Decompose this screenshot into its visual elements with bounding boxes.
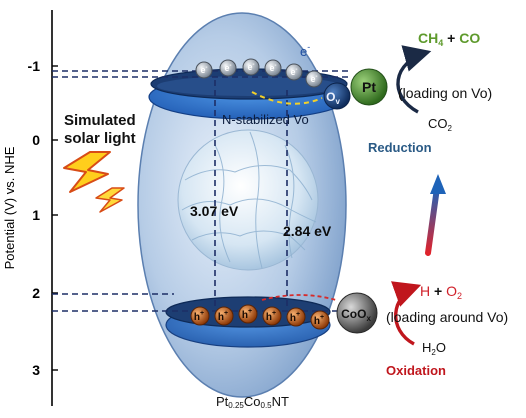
- svg-text:e-: e-: [247, 62, 254, 72]
- hole: h+: [190, 306, 210, 326]
- electron-transfer-path: [251, 91, 323, 105]
- tick-label: 1: [32, 207, 40, 223]
- cb-region-label: N-stabilized Vo: [222, 112, 309, 127]
- electron-row: e- e- e- e- e- e-: [195, 58, 323, 88]
- hole: h+: [238, 304, 258, 324]
- light-label-line-1: Simulated: [64, 112, 136, 129]
- nanostructure-sphere: [177, 129, 319, 271]
- pt-catalyst: Pt: [350, 68, 388, 106]
- svg-text:Ov: Ov: [326, 90, 340, 106]
- oxidation-reactant: H2O: [422, 340, 446, 357]
- sample-label: Pt0.25Co0.5NT: [216, 394, 289, 410]
- electron: e-: [195, 61, 213, 79]
- pt-label: Pt: [362, 79, 376, 95]
- svg-text:e-: e-: [290, 67, 297, 77]
- tick-label: 3: [32, 362, 40, 378]
- svg-text:h+: h+: [242, 308, 252, 321]
- hole: h+: [262, 306, 282, 326]
- oxidation-products: H + O2: [420, 283, 462, 301]
- tick-label: 0: [32, 132, 40, 148]
- tick-label: -1: [28, 58, 41, 74]
- charge-direction-arrow: [425, 174, 446, 256]
- tick-label: 2: [32, 285, 40, 301]
- y-axis: -1 0 1 2 3 Potential (V) vs. NHE: [2, 10, 58, 406]
- reduction-arrow: [396, 45, 432, 114]
- reduction-reactant: CO2: [428, 116, 453, 133]
- electron-label: e-: [300, 42, 310, 59]
- lightning-icon: [63, 151, 125, 213]
- conduction-band-disk: [148, 68, 350, 120]
- band-gap-large: 3.07 eV: [190, 203, 239, 219]
- svg-text:h+: h+: [290, 311, 300, 324]
- svg-text:e-: e-: [269, 63, 276, 73]
- reduction-products: CH4 + CO: [418, 30, 480, 48]
- svg-text:h+: h+: [218, 310, 228, 323]
- electron: e-: [242, 58, 260, 76]
- svg-text:e-: e-: [310, 74, 317, 84]
- oxidation-note: (loading around Vo): [386, 309, 508, 325]
- light-label-line-2: solar light: [64, 130, 136, 147]
- cooxcatalyst: CoOx: [336, 292, 378, 334]
- oxygen-vacancy: Ov: [323, 82, 351, 110]
- svg-text:e-: e-: [200, 65, 207, 75]
- hole-row: h+ h+ h+ h+ h+ h+: [190, 304, 330, 330]
- electron: e-: [264, 59, 282, 77]
- hole: h+: [310, 310, 330, 330]
- band-gap-small: 2.84 eV: [283, 223, 332, 239]
- electron: e-: [219, 59, 237, 77]
- reduction-title: Reduction: [368, 140, 432, 155]
- coox-label: CoOx: [341, 307, 371, 323]
- electron: e-: [285, 63, 303, 81]
- svg-text:e-: e-: [224, 63, 231, 73]
- electron: e-: [305, 70, 323, 88]
- svg-text:h+: h+: [194, 310, 204, 323]
- hole-transfer-path: [261, 294, 337, 301]
- oxidation-title: Oxidation: [386, 363, 446, 378]
- oxidation-arrow: [391, 281, 422, 346]
- svg-text:h+: h+: [314, 314, 324, 327]
- y-axis-label: Potential (V) vs. NHE: [2, 146, 17, 269]
- hole: h+: [286, 307, 306, 327]
- hole: h+: [214, 306, 234, 326]
- reduction-note: (loading on Vo): [398, 85, 492, 101]
- svg-text:h+: h+: [266, 310, 276, 323]
